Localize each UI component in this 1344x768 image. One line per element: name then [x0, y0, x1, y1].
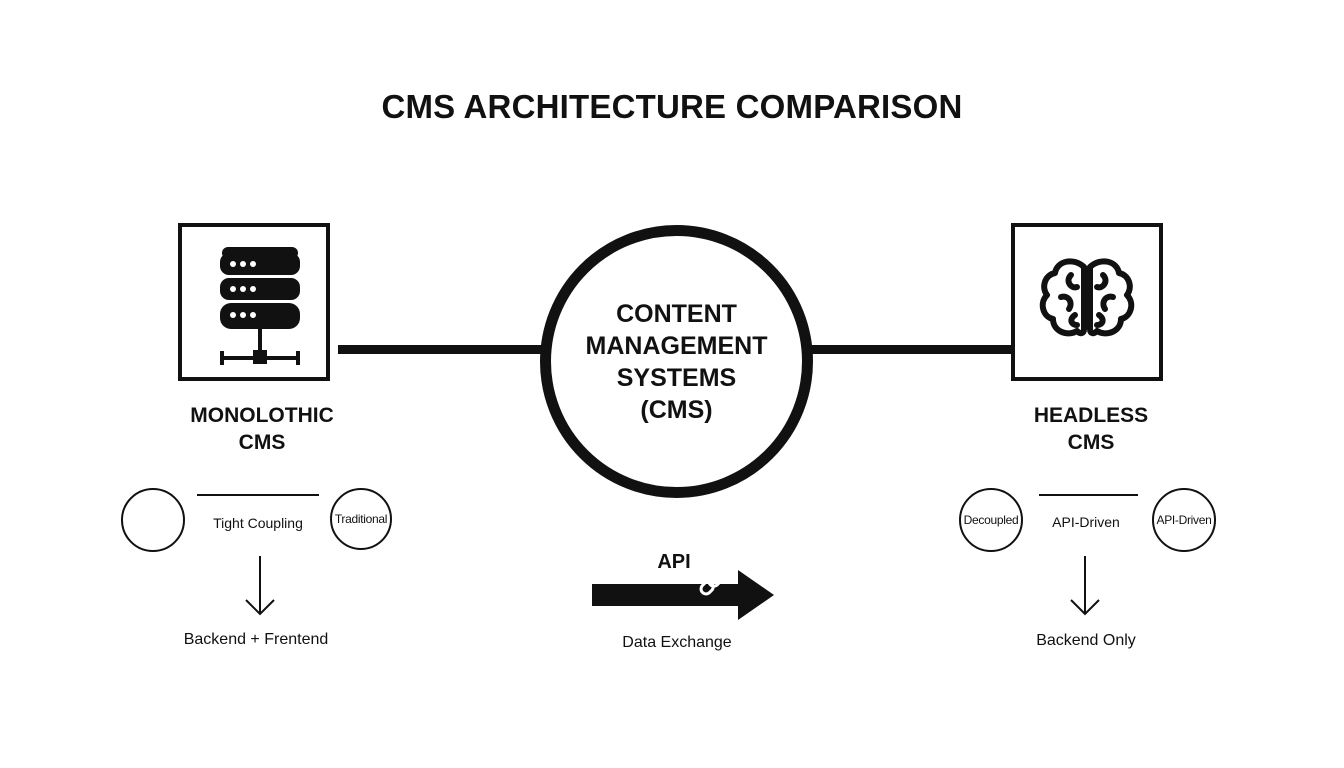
monolithic-coupling-line: [197, 494, 319, 496]
brain-icon: [1039, 258, 1135, 337]
headless-down-arrow: [1070, 556, 1100, 616]
traditional-circle-label: Traditional: [334, 512, 388, 526]
left-connector-line: [338, 345, 548, 354]
backend-only-label: Backend Only: [1036, 632, 1136, 649]
database-server-icon: [220, 247, 300, 365]
decoupled-circle-label: Decoupled: [963, 513, 1019, 527]
api-label: API: [657, 551, 691, 573]
decoupled-circle: Decoupled: [959, 488, 1023, 552]
api-driven-connector-label: API-Driven: [1052, 514, 1120, 530]
monolithic-icon-box: [178, 223, 330, 381]
monolithic-down-arrow: [245, 556, 275, 616]
headless-connector-line: [1039, 494, 1138, 496]
tight-coupling-label: Tight Coupling: [213, 515, 303, 531]
headless-cms-label: HEADLESS CMS: [1033, 404, 1149, 454]
backend-frontend-label: Backend + Frentend: [183, 631, 329, 648]
api-driven-circle: API-Driven: [1152, 488, 1216, 552]
api-arrow: [592, 570, 774, 620]
right-connector-line: [806, 345, 1014, 354]
monolithic-cms-label: MONOLOTHIC CMS: [190, 404, 334, 454]
traditional-circle: Traditional: [330, 488, 392, 550]
central-cms-label: CONTENT MANAGEMENT SYSTEMS (CMS): [585, 299, 768, 424]
api-driven-circle-label: API-Driven: [1156, 513, 1212, 527]
monolithic-empty-circle: [121, 488, 185, 552]
data-exchange-label: Data Exchange: [622, 634, 732, 651]
link-icon: [699, 572, 723, 596]
central-cms-circle: CONTENT MANAGEMENT SYSTEMS (CMS): [540, 225, 813, 498]
headless-icon-box: [1011, 223, 1163, 381]
diagram-title: CMS ARCHITECTURE COMPARISON: [381, 88, 963, 125]
